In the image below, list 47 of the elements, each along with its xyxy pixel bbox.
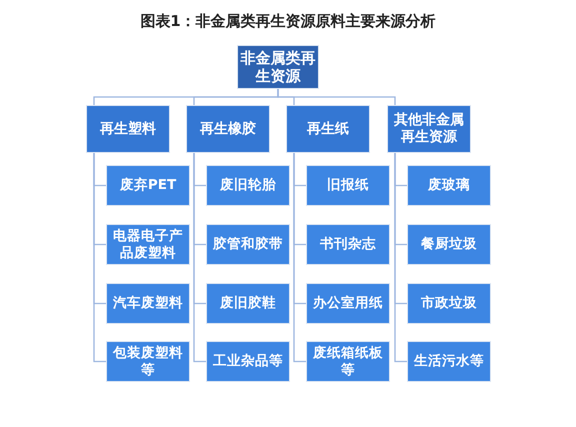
node-label: 旧报纸 xyxy=(327,177,369,194)
category-box xyxy=(106,165,190,206)
node-label: 废弃PET xyxy=(120,177,176,194)
category-box xyxy=(106,341,190,382)
node-label: 废旧轮胎 xyxy=(220,177,276,194)
connector-line xyxy=(394,153,407,362)
node-label: 书刊杂志 xyxy=(320,236,376,253)
node-label: 非金属类再生资源 xyxy=(240,49,316,85)
node-label: 废旧胶鞋 xyxy=(220,295,276,312)
category-box xyxy=(206,165,290,206)
node-label: 工业杂品等 xyxy=(213,353,283,370)
category-box xyxy=(306,283,390,324)
node-label: 餐厨垃圾 xyxy=(421,236,477,253)
category-box xyxy=(106,224,190,265)
connector-line xyxy=(193,153,206,362)
category-box xyxy=(407,165,491,206)
category-box xyxy=(306,224,390,265)
category-box xyxy=(407,224,491,265)
connector-line xyxy=(93,153,106,362)
category-box xyxy=(286,105,370,153)
category-box xyxy=(186,105,270,153)
category-box xyxy=(206,341,290,382)
node-label: 其他非金属再生资源 xyxy=(393,112,465,146)
node-label: 包装废塑料等 xyxy=(112,345,184,378)
category-box xyxy=(407,341,491,382)
node-label: 胶管和胶带 xyxy=(213,236,283,253)
node-label: 再生纸 xyxy=(307,120,349,138)
node-label: 办公室用纸 xyxy=(313,295,383,312)
category-box xyxy=(106,283,190,324)
node-label: 废纸箱纸板等 xyxy=(312,345,384,378)
node-label: 再生橡胶 xyxy=(200,120,256,138)
node-label: 废玻璃 xyxy=(428,177,470,194)
chart-title: 图表1：非金属类再生资源原料主要来源分析 xyxy=(139,12,437,31)
node-label: 电器电子产品废塑料 xyxy=(112,228,184,261)
category-box xyxy=(407,283,491,324)
category-box xyxy=(306,165,390,206)
connector-line xyxy=(277,89,396,105)
category-box xyxy=(306,341,390,382)
connector-line xyxy=(293,153,306,362)
category-box xyxy=(206,224,290,265)
category-box xyxy=(206,283,290,324)
category-box xyxy=(387,105,471,153)
node-label: 生活污水等 xyxy=(414,353,484,370)
node-label: 再生塑料 xyxy=(100,120,156,138)
node-label: 市政垃圾 xyxy=(421,295,477,312)
node-label: 汽车废塑料 xyxy=(113,295,183,312)
category-box xyxy=(86,105,170,153)
